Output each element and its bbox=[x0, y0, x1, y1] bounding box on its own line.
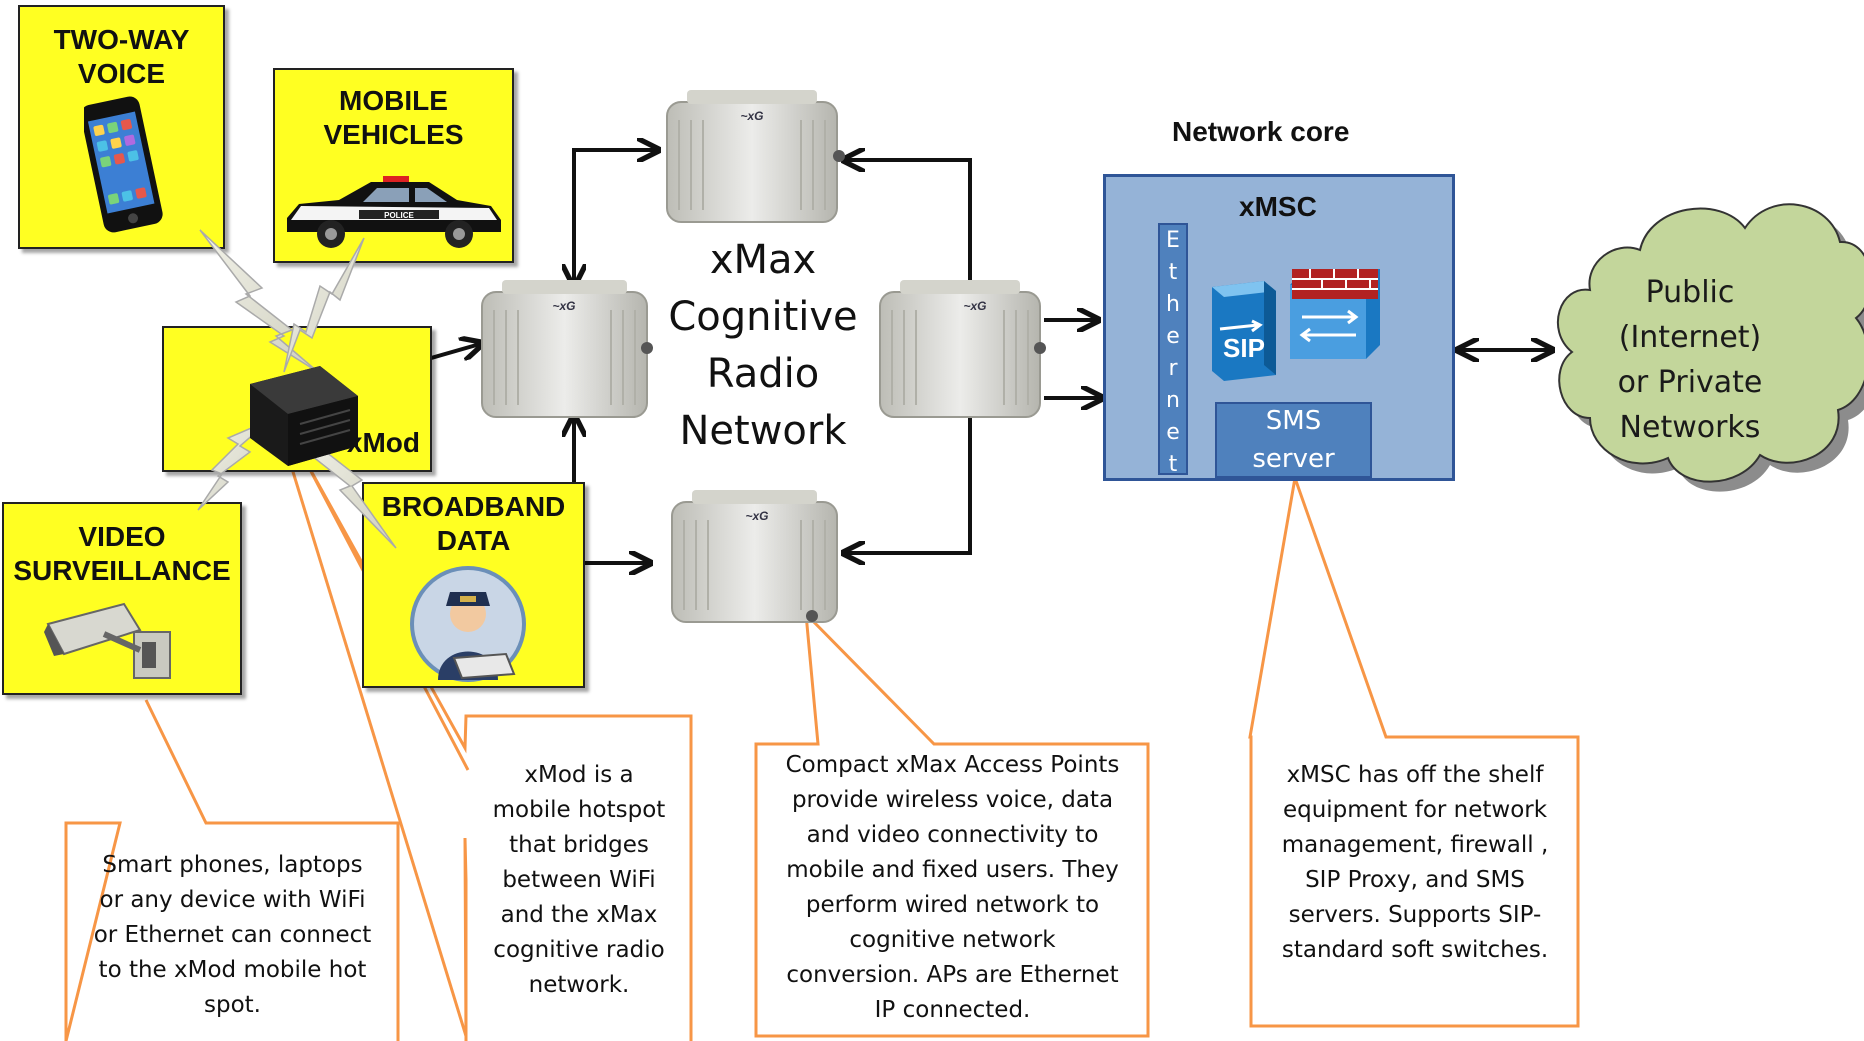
ethernet-letter: E bbox=[1166, 228, 1180, 253]
ap-logo: ~xG bbox=[740, 109, 763, 123]
security-camera-icon bbox=[44, 602, 171, 679]
police-car-text: POLICE bbox=[384, 211, 414, 220]
svg-text:~xG: ~xG bbox=[552, 299, 575, 313]
tile-mobile-vehicles-label: MOBILE VEHICLES bbox=[323, 85, 464, 150]
xmsc-box: xMSC E t h e r n e t SIP SMS server bbox=[1103, 174, 1455, 481]
svg-text:~xG: ~xG bbox=[745, 509, 768, 523]
ethernet-letter: e bbox=[1166, 420, 1180, 445]
access-point-bottom: ~xG bbox=[671, 490, 838, 623]
xmod-device bbox=[250, 366, 358, 466]
ethernet-letter: t bbox=[1168, 260, 1178, 285]
officer-laptop-icon bbox=[410, 566, 526, 682]
callout-ap-text: Compact xMax Access Points provide wirel… bbox=[785, 752, 1120, 1023]
access-point-left: ~xG bbox=[481, 280, 653, 418]
tile-broadband-data: BROADBAND DATA bbox=[362, 482, 585, 688]
callout-ap-outline bbox=[754, 609, 1150, 1038]
tile-video-surveillance-label: VIDEO SURVEILLANCE bbox=[13, 521, 231, 586]
ethernet-letter: r bbox=[1168, 356, 1178, 381]
callout-devices-outline bbox=[64, 699, 400, 1041]
police-car-icon: POLICE bbox=[287, 176, 501, 248]
access-point-top: ~xG bbox=[666, 90, 845, 223]
ethernet-letter: t bbox=[1168, 452, 1178, 477]
cloud-label: Public (Internet) or Private Networks bbox=[1617, 275, 1763, 445]
access-point-right: ~xG bbox=[879, 280, 1046, 418]
callout-xmod-line-a bbox=[288, 461, 468, 1037]
ethernet-letter: n bbox=[1166, 388, 1180, 413]
tile-xmod-label: xMod bbox=[346, 427, 420, 458]
ethernet-letter: e bbox=[1166, 324, 1180, 349]
lightning-bolt-icon bbox=[197, 419, 271, 511]
cloud-shape bbox=[1556, 203, 1864, 492]
lightning-bolt-icon bbox=[283, 237, 365, 373]
tile-video-surveillance: VIDEO SURVEILLANCE bbox=[2, 502, 242, 695]
tile-mobile-vehicles: MOBILE VEHICLES POLICE bbox=[273, 68, 514, 263]
xmsc-title: xMSC bbox=[1239, 191, 1317, 222]
callout-devices-text: Smart phones, laptops or any device with… bbox=[93, 852, 372, 1018]
tile-two-way-voice-label: TWO-WAY VOICE bbox=[53, 24, 190, 89]
callout-xmsc-outline bbox=[1248, 472, 1580, 1028]
ethernet-bar: E t h e r n e t bbox=[1158, 223, 1188, 477]
ethernet-letter: h bbox=[1166, 292, 1180, 317]
sms-server-label: SMS server bbox=[1252, 406, 1335, 474]
lightning-bolt-icon bbox=[199, 229, 319, 373]
sip-label: SIP bbox=[1223, 333, 1265, 363]
callout-xmsc-text: xMSC has off the shelf equipment for net… bbox=[1281, 762, 1549, 963]
smartphone-icon bbox=[84, 96, 163, 233]
sms-server-box: SMS server bbox=[1215, 402, 1372, 478]
tile-broadband-data-label: BROADBAND DATA bbox=[381, 491, 566, 556]
firewall-icon bbox=[1290, 269, 1380, 359]
wireless-links bbox=[197, 229, 397, 549]
sip-proxy-icon: SIP bbox=[1212, 281, 1276, 381]
network-core-title: Network core bbox=[1172, 116, 1350, 147]
svg-text:~xG: ~xG bbox=[963, 299, 986, 313]
network-title: xMax Cognitive Radio Network bbox=[668, 237, 858, 454]
callout-xmod-text: xMod is a mobile hotspot that bridges be… bbox=[492, 762, 666, 998]
tile-two-way-voice: TWO-WAY VOICE bbox=[18, 5, 225, 249]
